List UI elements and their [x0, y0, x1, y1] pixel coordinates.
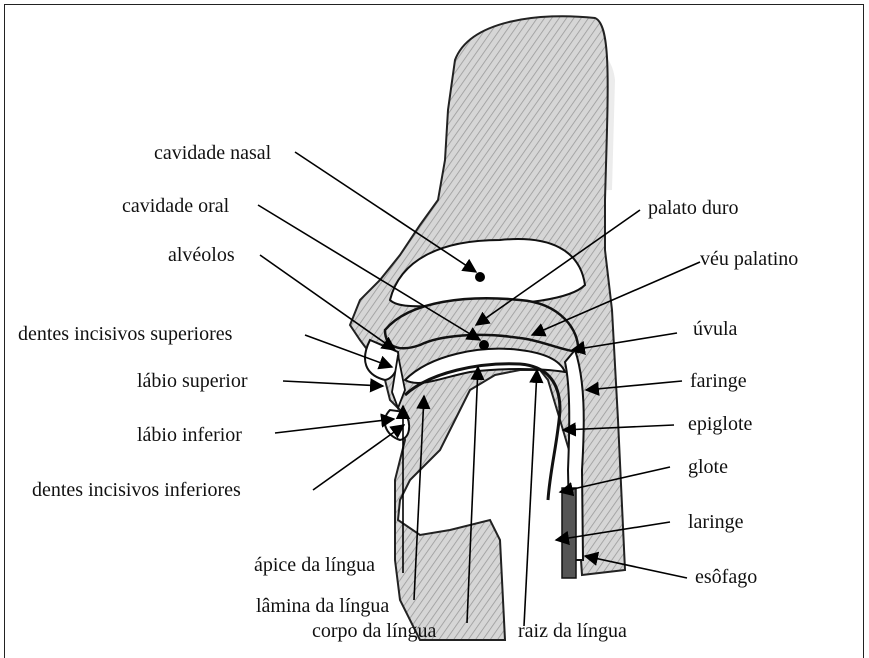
nasal-dot: [475, 272, 485, 282]
leader-raiz: [524, 370, 537, 626]
label-lamina: lâmina da língua: [256, 595, 389, 617]
label-palato-duro: palato duro: [648, 197, 739, 219]
label-labio-inf: lábio inferior: [137, 424, 242, 446]
label-veu-palatino: véu palatino: [700, 248, 798, 270]
label-raiz: raiz da língua: [518, 620, 627, 642]
label-corpo: corpo da língua: [312, 620, 436, 642]
label-faringe: faringe: [690, 370, 747, 392]
label-dentes-sup: dentes incisivos superiores: [18, 323, 232, 345]
leader-dentes-inf: [313, 425, 404, 490]
label-cavidade-nasal: cavidade nasal: [154, 142, 271, 164]
label-alveolos: alvéolos: [168, 244, 235, 266]
label-dentes-inf: dentes incisivos inferiores: [32, 479, 241, 501]
larynx-block: [562, 488, 576, 578]
label-laringe: laringe: [688, 511, 744, 533]
leader-labio-inf: [275, 419, 394, 433]
label-glote: glote: [688, 456, 728, 478]
label-epiglote: epiglote: [688, 413, 752, 435]
leader-labio-sup: [283, 381, 383, 386]
label-apice: ápice da língua: [254, 554, 375, 576]
label-cavidade-oral: cavidade oral: [122, 195, 229, 217]
oral-dot: [479, 340, 489, 350]
label-esofago: esôfago: [695, 566, 757, 588]
label-uvula: úvula: [693, 318, 737, 340]
label-labio-sup: lábio superior: [137, 370, 248, 392]
